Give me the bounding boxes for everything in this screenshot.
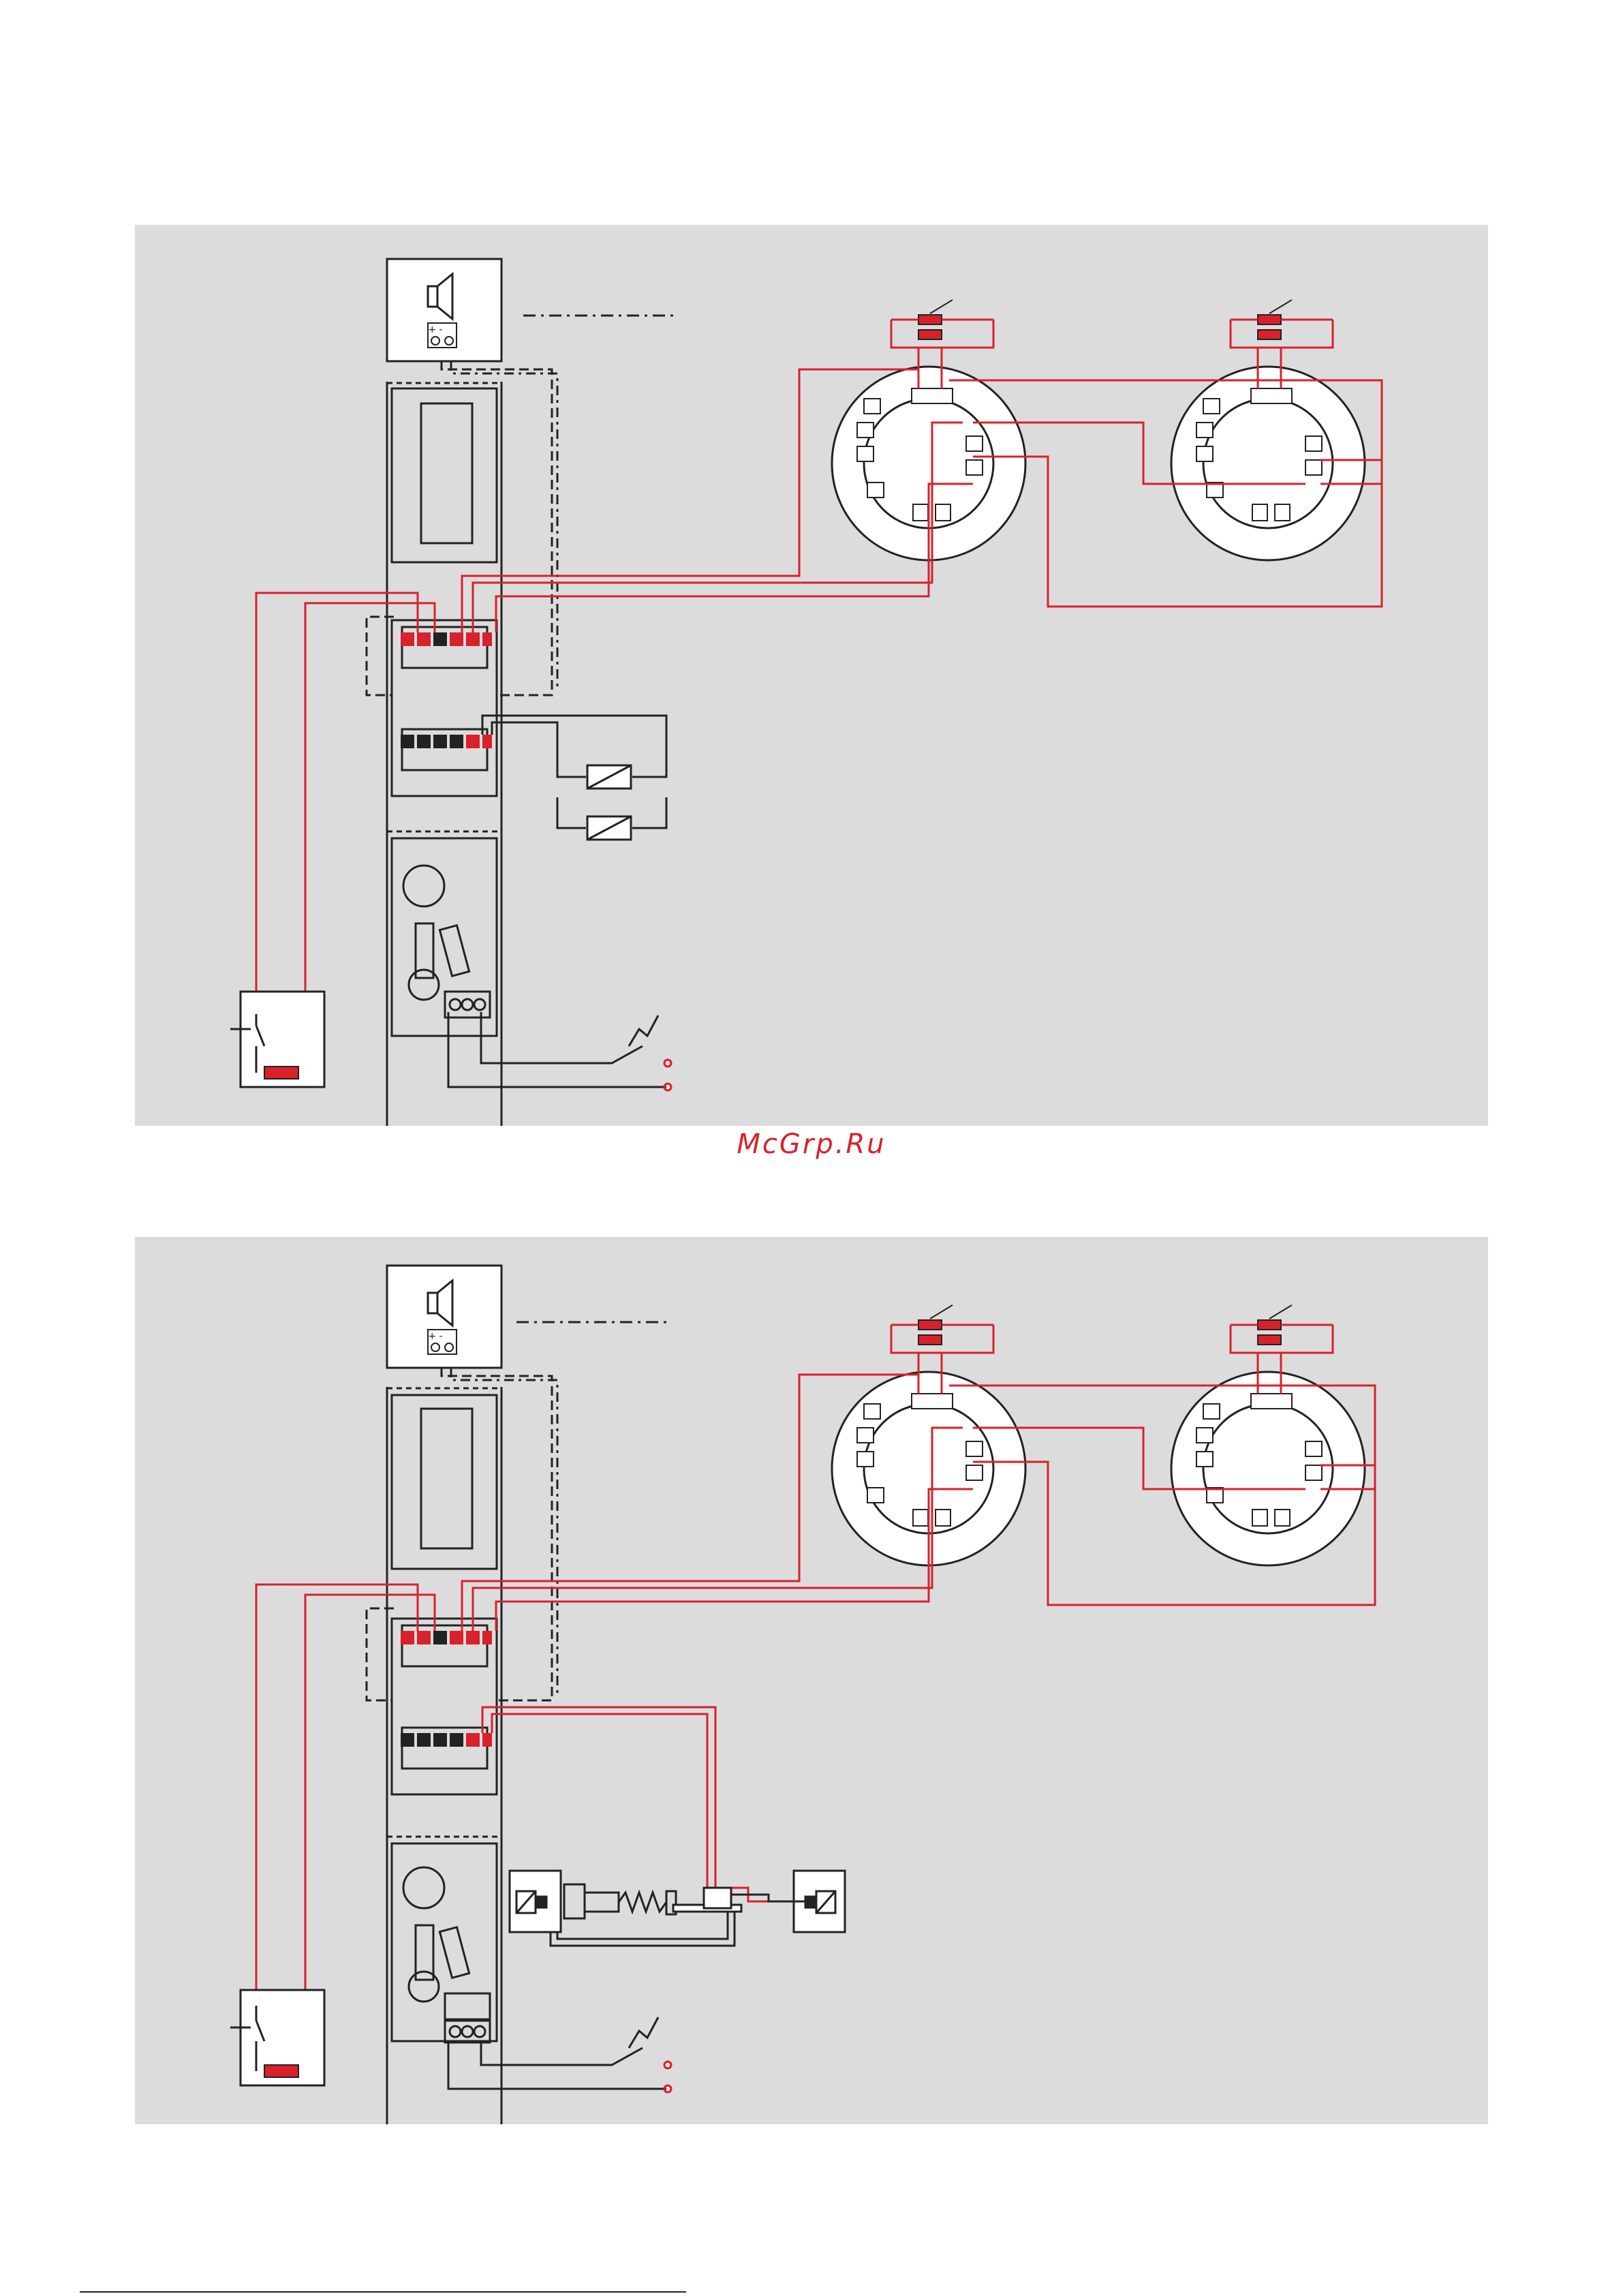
door-holder-magnet-icon [564,1884,676,1918]
wiring-diagram-bottom: + - [135,1237,1488,2124]
terminal-block-upper [401,1631,492,1644]
speaker-terminal-labels: + - [428,324,442,335]
footer-rule [80,2291,686,2293]
control-unit-column [387,1387,501,2124]
manual-call-point [230,1990,324,2085]
terminal-block-upper [401,632,492,646]
wiring-diagram-bottom-svg: + - [135,1237,1488,2124]
door-holder-assembly [510,1871,845,1946]
manual-call-point [230,992,324,1087]
speaker-box: + - [387,259,677,361]
relay-coil-icon [587,765,631,789]
terminal-block-lower [401,1733,492,1747]
relay-coil-icon [587,816,631,840]
external-switch [448,2017,671,2092]
detector-base-2 [1171,300,1365,560]
watermark: McGrp.Ru [0,1129,1623,1160]
wiring-diagram-top: + - [135,225,1488,1126]
wiring-diagram-top-svg: + - [135,225,1488,1126]
speaker-terminal-labels: + - [428,1331,442,1342]
detector-base-2 [1171,1305,1365,1565]
terminal-block-lower [401,735,492,748]
relay-contacts [482,716,666,840]
external-switch [448,1012,671,1090]
speaker-box: + - [387,1266,670,1368]
control-unit-column [387,382,501,1126]
